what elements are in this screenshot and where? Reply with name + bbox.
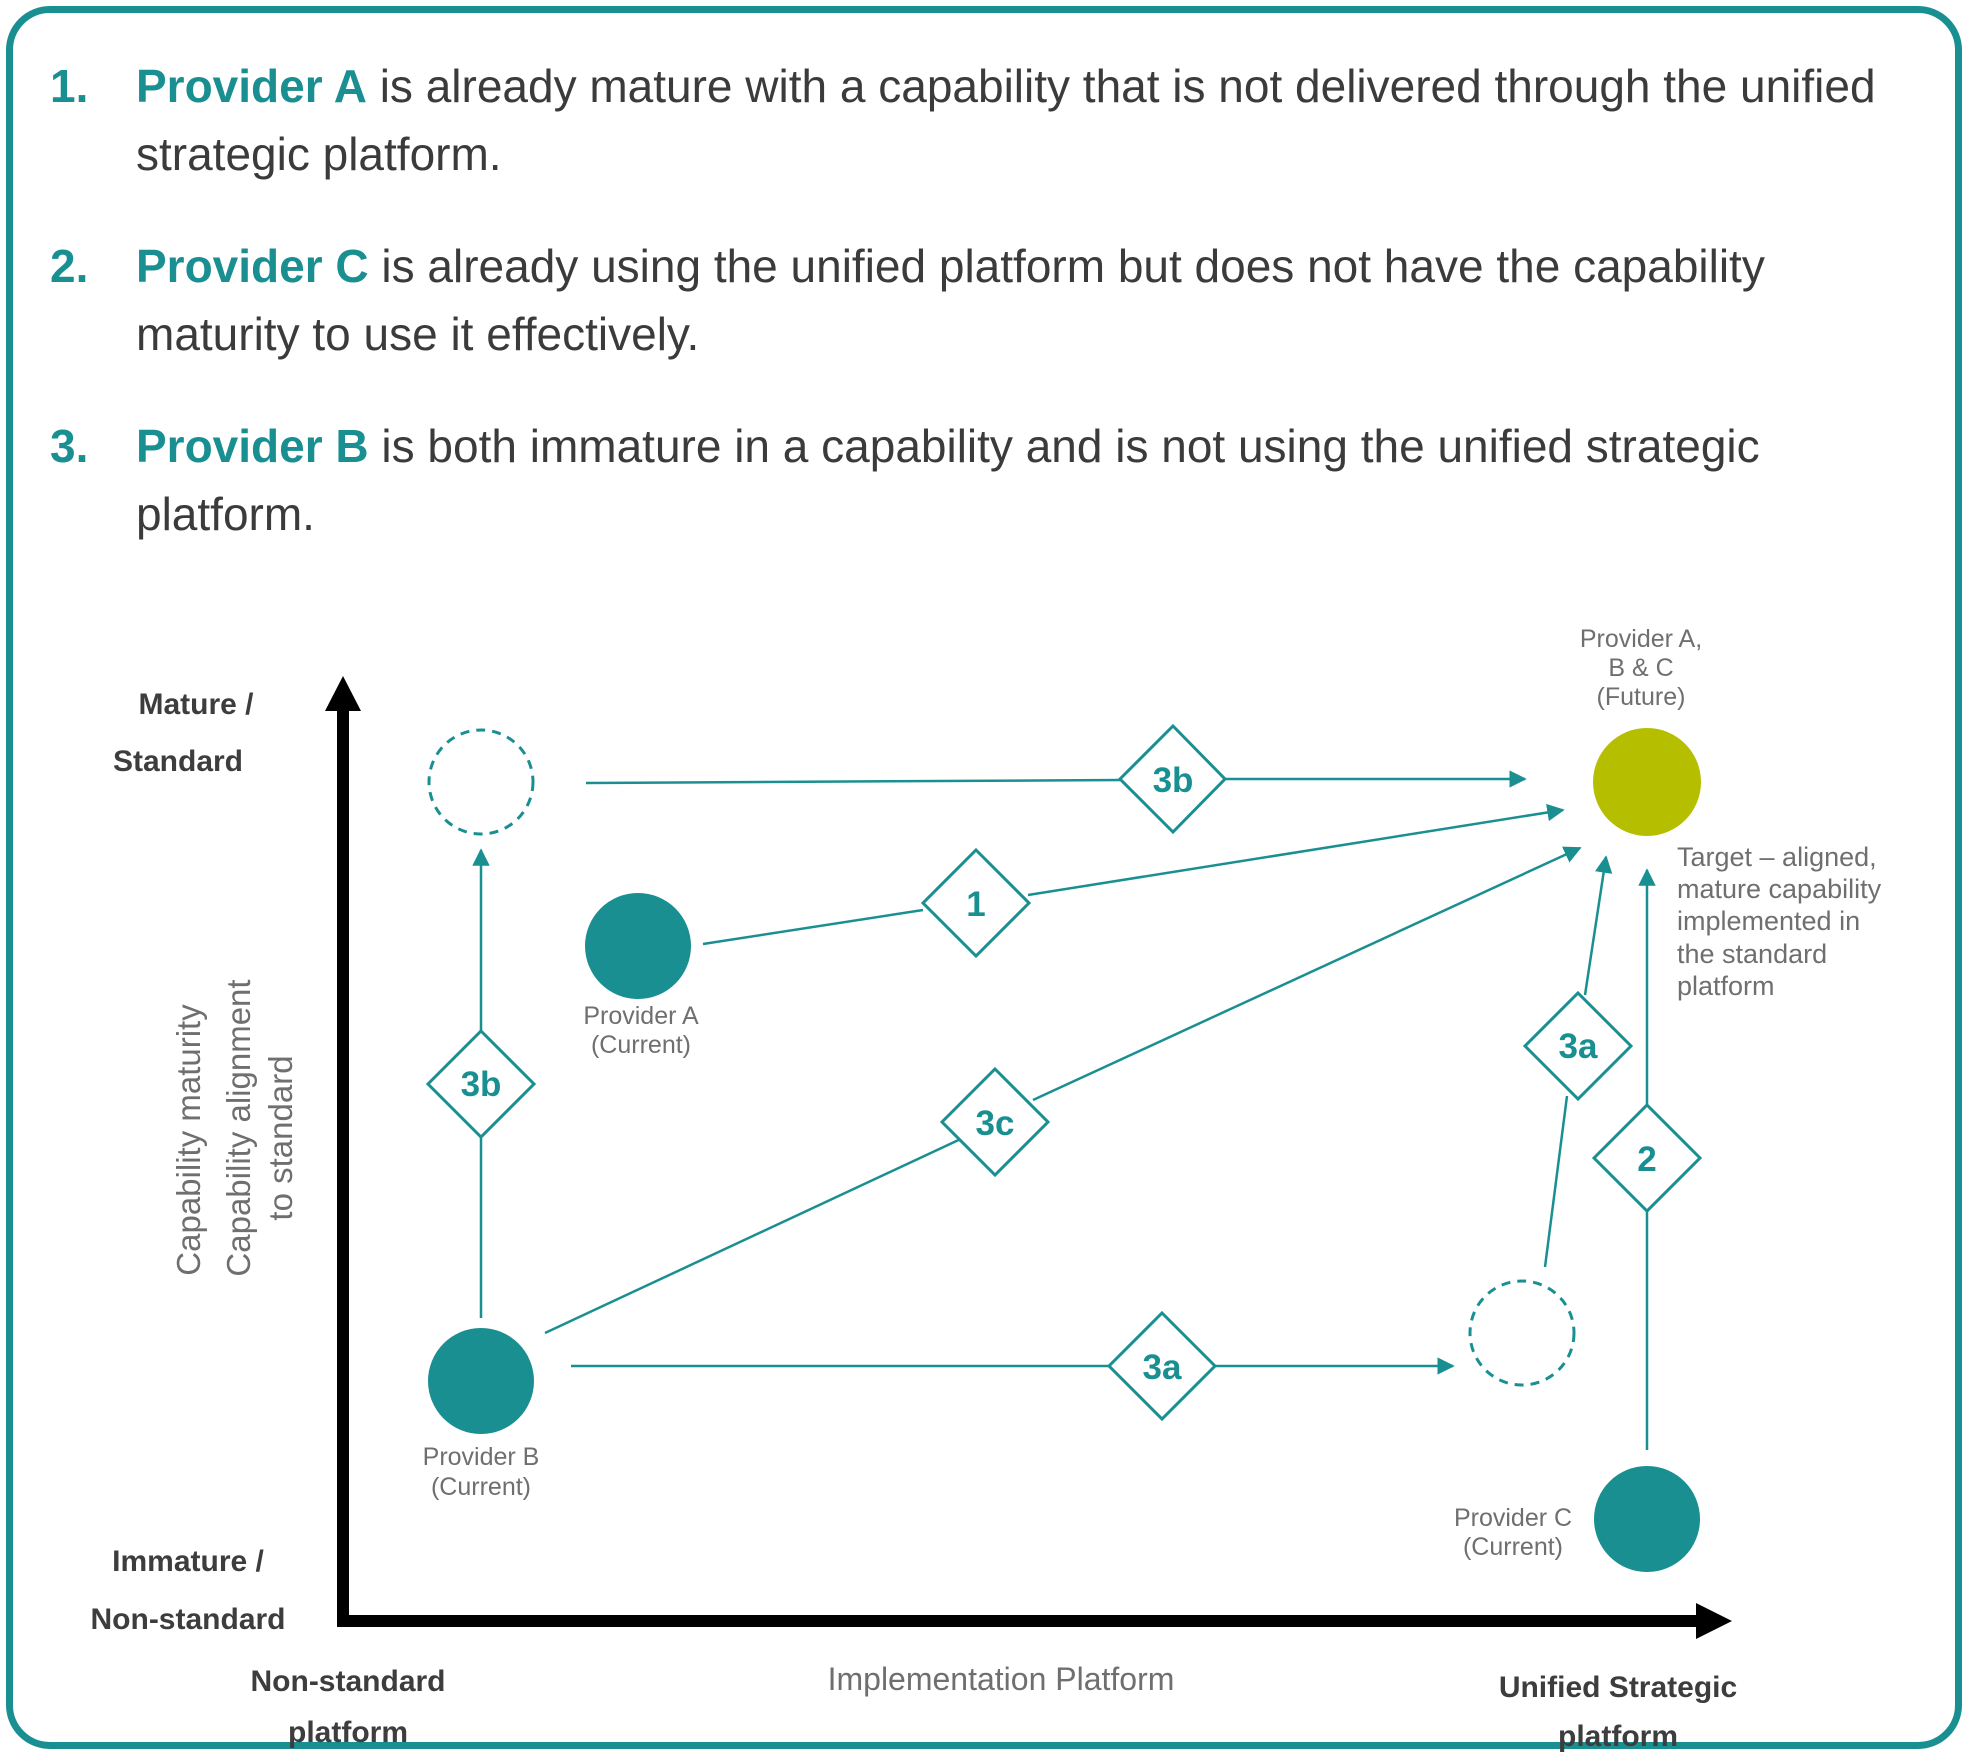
- future-target-node: [1593, 728, 1701, 836]
- provider-b-intermediate-node: [427, 728, 535, 836]
- step-3a-diamond: [1106, 1310, 1218, 1422]
- point-provider: Provider C: [136, 240, 369, 292]
- provider-c-label: Provider C: [1454, 1504, 1572, 1532]
- step-label: 3b: [461, 1065, 502, 1104]
- target-description: the standard: [1677, 939, 1827, 969]
- x-right-label: platform: [1558, 1720, 1678, 1753]
- step-label: 3c: [976, 1104, 1015, 1143]
- point-text: is both immature in a capability and is …: [136, 420, 1760, 540]
- x-right-label: Unified Strategic: [1499, 1671, 1737, 1704]
- provider-b-node: [428, 1328, 534, 1434]
- point-provider: Provider A: [136, 60, 367, 112]
- provider-b-label: Provider B: [423, 1443, 540, 1471]
- point-item: 1. Provider A is already mature with a ca…: [50, 52, 1930, 188]
- provider-b-label: (Current): [431, 1473, 531, 1501]
- point-number: 3.: [50, 420, 89, 472]
- step-label: 2: [1637, 1140, 1656, 1179]
- point-item: 3. Provider B is both immature in a capab…: [50, 412, 1930, 548]
- point-number: 2.: [50, 240, 89, 292]
- y-axis-arrowhead-icon: [325, 676, 361, 711]
- step-label: 3a: [1559, 1027, 1598, 1066]
- target-description: mature capability: [1677, 874, 1882, 904]
- step-2-diamond: [1591, 1102, 1703, 1214]
- provider-b-intermediate-node: [1468, 1279, 1576, 1387]
- connector-line: [585, 778, 1123, 785]
- y-top-label: Mature /: [138, 688, 254, 721]
- provider-a-label: (Current): [591, 1031, 691, 1059]
- provider-c-label: (Current): [1463, 1533, 1563, 1561]
- y-bottom-label: Non-standard: [91, 1603, 286, 1636]
- target-description: Target – aligned,: [1677, 842, 1877, 872]
- x-left-label: Non-standard: [251, 1665, 446, 1698]
- provider-a-node: [585, 893, 691, 999]
- connector-arrow: [1583, 855, 1613, 996]
- target-description: implemented in: [1677, 906, 1860, 936]
- x-left-label: platform: [288, 1716, 408, 1749]
- step-1-diamond: [920, 847, 1032, 959]
- future-label: (Future): [1597, 683, 1686, 711]
- step-3b-diamond: [425, 1028, 537, 1140]
- y-axis-title: Capability alignment: [220, 979, 257, 1276]
- connector-arrow: [1032, 846, 1582, 1102]
- provider-c-node: [1594, 1466, 1700, 1572]
- connector-line: [1543, 1095, 1569, 1268]
- provider-a-label: Provider A: [583, 1002, 699, 1030]
- x-axis-title: Implementation Platform: [828, 1661, 1175, 1697]
- point-number: 1.: [50, 60, 89, 112]
- step-3a-diamond: [1522, 990, 1634, 1102]
- y-bottom-label: Immature /: [112, 1545, 264, 1578]
- x-axis-arrowhead-icon: [1696, 1603, 1732, 1639]
- y-axis-title: Capability maturity: [170, 1004, 207, 1276]
- step-label: 1: [966, 885, 985, 924]
- card-frame: [6, 6, 1962, 1749]
- connector-arrow: [1027, 803, 1565, 897]
- provider-point-list: 1. Provider A is already mature with a ca…: [50, 52, 1930, 592]
- connector-line: [544, 1135, 966, 1335]
- point-provider: Provider B: [136, 420, 369, 472]
- future-label: B & C: [1608, 654, 1673, 682]
- point-item: 2. Provider C is already using the unifie…: [50, 232, 1930, 368]
- y-axis-title: to standard: [262, 1055, 299, 1220]
- step-label: 3a: [1143, 1348, 1182, 1387]
- step-3c-diamond: [939, 1066, 1051, 1178]
- point-text: is already mature with a capability that…: [136, 60, 1876, 180]
- point-text: is already using the unified platform bu…: [136, 240, 1765, 360]
- future-label: Provider A,: [1580, 625, 1702, 653]
- target-description: platform: [1677, 971, 1775, 1001]
- step-3b-diamond: [1117, 723, 1228, 835]
- step-label: 3b: [1153, 761, 1194, 800]
- y-top-label: Standard: [113, 745, 243, 778]
- connector-line: [702, 908, 924, 946]
